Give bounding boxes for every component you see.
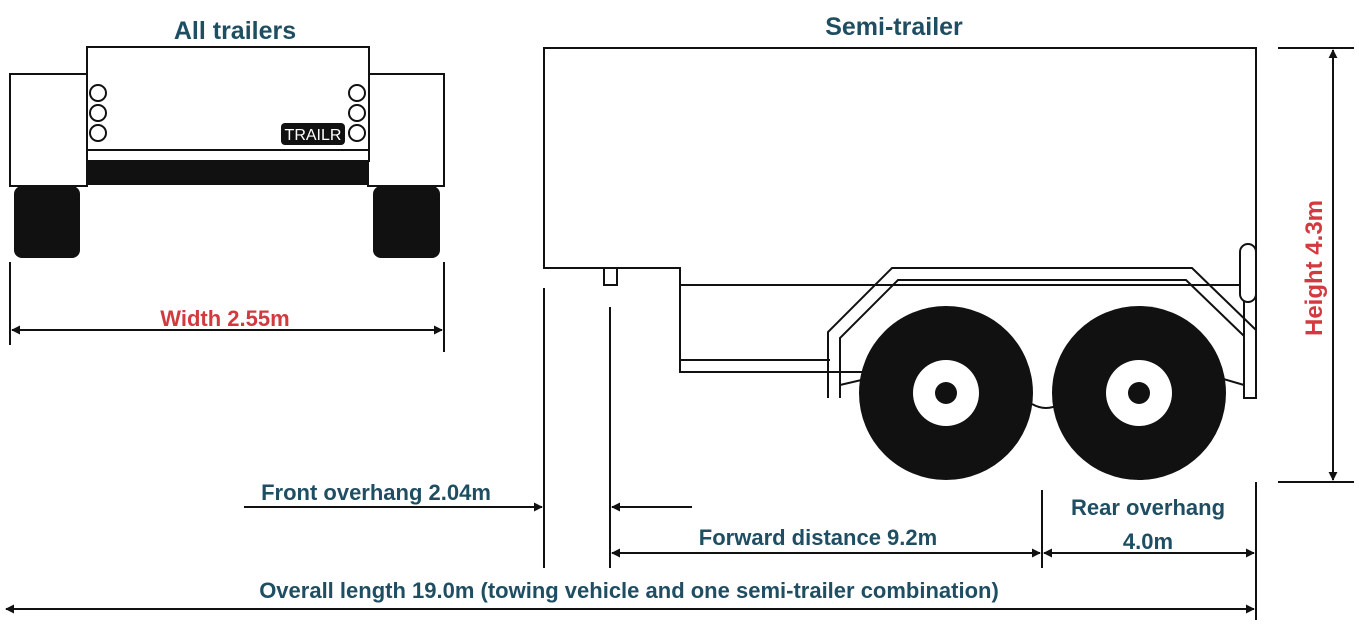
semi-trailer-side-view: [543, 47, 1257, 409]
width-dimension: [9, 262, 445, 352]
wheel-fender: [827, 267, 1257, 398]
tail-light: [89, 124, 107, 142]
tail-light: [89, 104, 107, 122]
overall-length-label: Overall length 19.0m (towing vehicle and…: [259, 578, 999, 603]
semi-trailer-heading: Semi-trailer: [825, 13, 963, 41]
rear-bumper: [87, 161, 369, 185]
number-plate: [281, 123, 345, 145]
all-trailers-heading: All trailers: [174, 17, 296, 45]
tail-light: [348, 84, 366, 102]
height-label: Height 4.3m: [1301, 200, 1328, 336]
right-fender: [367, 73, 445, 187]
left-fender: [9, 73, 88, 187]
tail-light: [348, 104, 366, 122]
width-label: Width 2.55m: [160, 306, 289, 331]
rear-overhang-label: Rear overhang: [1071, 495, 1225, 520]
landing-leg: [603, 267, 618, 286]
tail-light: [89, 84, 107, 102]
front-overhang-label: Front overhang 2.04m: [261, 480, 491, 505]
side-marker-light: [1239, 243, 1257, 303]
number-plate-text: TRAILR: [285, 127, 342, 144]
forward-distance-label: Forward distance 9.2m: [699, 525, 937, 550]
extension-lines: [543, 288, 1257, 620]
wheel-front: [859, 306, 1033, 480]
rear-view-trailer: [9, 46, 445, 258]
wheel-rear: [1052, 306, 1226, 480]
rear-overhang-value: 4.0m: [1123, 529, 1173, 554]
right-rear-tyre: [373, 186, 440, 258]
left-rear-tyre: [14, 186, 80, 258]
tail-light: [348, 124, 366, 142]
height-dimension: [1278, 47, 1354, 483]
